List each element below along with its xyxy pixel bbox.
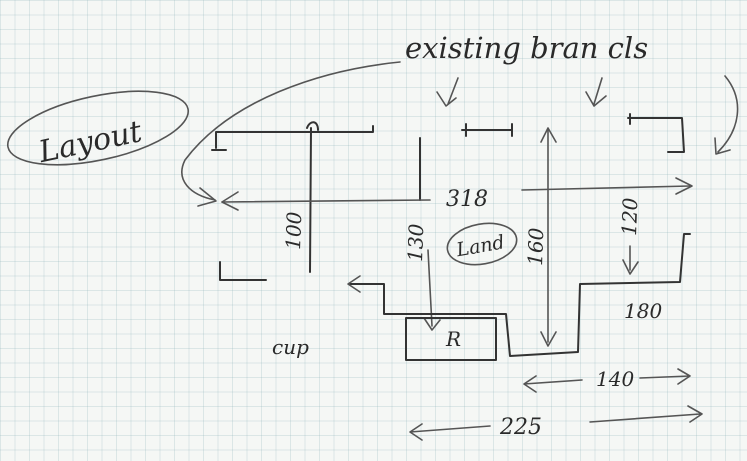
dim-140-label: 140	[596, 367, 634, 391]
down-tick-arrow-1	[436, 77, 459, 107]
dim-180-label: 180	[624, 299, 662, 323]
top-right-bracket	[627, 113, 685, 153]
r-box	[405, 317, 497, 361]
dim-140-line-right	[639, 368, 691, 385]
dim-318-left-arrowhead	[221, 191, 239, 211]
bottom-step-profile	[349, 233, 691, 357]
dim-160-label: 160	[523, 227, 548, 266]
dim-225-label: 225	[499, 415, 542, 440]
top-left-wall	[211, 125, 374, 151]
top-middle-wall	[461, 123, 513, 137]
dim-318-right-arrowhead	[675, 177, 693, 195]
dim-120-label: 120	[617, 197, 642, 236]
dim-140-line-left	[523, 375, 583, 393]
cup-label: cup	[272, 335, 309, 359]
down-tick-arrow-2	[585, 77, 607, 107]
existing-bran-cls-label: existing bran cls	[405, 31, 648, 65]
layout-title-ellipse	[6, 90, 190, 166]
right-curve-arrow	[714, 75, 739, 155]
dim-160-arrow	[540, 127, 557, 347]
dim-318-label: 318	[446, 187, 488, 212]
dim-130-label: 130	[403, 223, 428, 262]
curved-pointer-arrow	[181, 61, 401, 201]
dim-120-arrow	[622, 245, 639, 275]
top-left-stub	[306, 121, 319, 131]
left-vertical-wall	[309, 127, 312, 273]
r-box-label: R	[445, 327, 461, 351]
bottom-profile-arrowhead	[347, 275, 361, 293]
dim-225-line-left	[409, 423, 491, 441]
lower-left-bracket	[219, 261, 267, 281]
dim-225-line-right	[589, 405, 703, 423]
land-ellipse	[446, 222, 518, 266]
curved-pointer-arrowhead	[197, 187, 217, 207]
land-label: Land	[454, 231, 506, 261]
dim-318-line	[221, 185, 691, 203]
dim-100-label: 100	[281, 211, 306, 250]
